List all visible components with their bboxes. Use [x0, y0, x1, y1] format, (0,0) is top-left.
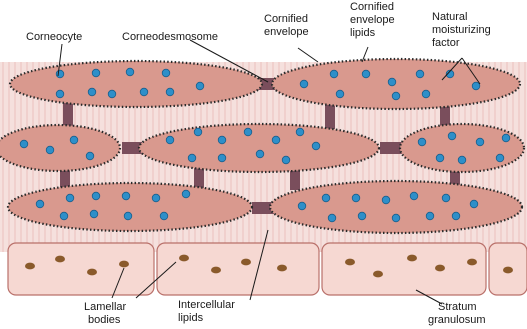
- nmf-dot: [362, 70, 370, 78]
- nmf-dot: [92, 69, 100, 77]
- nmf-dot: [452, 212, 460, 220]
- stratum-granulosum-layer: [8, 243, 527, 295]
- corneocyte-cell: [8, 183, 252, 231]
- nmf-dot: [218, 136, 226, 144]
- nmf-dot: [256, 150, 264, 158]
- nmf-dot: [272, 136, 280, 144]
- nmf-dot: [182, 190, 190, 198]
- nmf-dot: [92, 192, 100, 200]
- nmf-dot: [218, 154, 226, 162]
- nmf-dot: [442, 194, 450, 202]
- nmf-dot: [436, 154, 444, 162]
- lamellar-body: [55, 256, 65, 263]
- label-natural-moisturizing-factor: Natural moisturizing factor: [432, 11, 494, 49]
- nmf-dot: [70, 136, 78, 144]
- nmf-dot: [312, 142, 320, 150]
- nmf-dot: [86, 152, 94, 160]
- nmf-dot: [448, 132, 456, 140]
- nmf-dot: [476, 138, 484, 146]
- nmf-dot: [458, 156, 466, 164]
- lamellar-body: [407, 255, 417, 262]
- nmf-dot: [20, 140, 28, 148]
- nmf-dot: [502, 134, 510, 142]
- nmf-dot: [56, 70, 64, 78]
- corneocyte-cell: [270, 181, 522, 233]
- nmf-dot: [140, 88, 148, 96]
- nmf-dot: [352, 194, 360, 202]
- nmf-dot: [162, 69, 170, 77]
- label-corneocyte: Corneocyte: [26, 31, 82, 43]
- nmf-dot: [66, 194, 74, 202]
- nmf-dot: [296, 128, 304, 136]
- nmf-dot: [166, 136, 174, 144]
- lamellar-body: [87, 269, 97, 276]
- nmf-dot: [152, 194, 160, 202]
- nmf-dot: [244, 128, 252, 136]
- nmf-dot: [300, 80, 308, 88]
- nmf-dot: [358, 212, 366, 220]
- lamellar-body: [119, 261, 129, 268]
- nmf-dot: [496, 154, 504, 162]
- lamellar-body: [277, 265, 287, 272]
- nmf-dot: [166, 88, 174, 96]
- nmf-dot: [282, 156, 290, 164]
- corneocyte-cell: [139, 124, 379, 172]
- granulosum-cell: [322, 243, 486, 295]
- nmf-dot: [392, 214, 400, 222]
- corneodesmosome: [63, 103, 73, 127]
- label-stratum-granulosum: Stratum granulosum: [428, 301, 485, 326]
- nmf-dot: [108, 90, 116, 98]
- nmf-dot: [328, 214, 336, 222]
- nmf-dot: [56, 90, 64, 98]
- nmf-dot: [382, 196, 390, 204]
- nmf-dot: [422, 90, 430, 98]
- label-cornified-envelope: Cornified envelope: [264, 13, 311, 38]
- lamellar-body: [179, 255, 189, 262]
- nmf-dot: [46, 146, 54, 154]
- nmf-dot: [194, 128, 202, 136]
- nmf-dot: [470, 200, 478, 208]
- corneocyte-cell: [272, 59, 520, 109]
- nmf-dot: [426, 212, 434, 220]
- lamellar-body: [25, 263, 35, 270]
- nmf-dot: [122, 192, 130, 200]
- nmf-dot: [388, 78, 396, 86]
- lamellar-body: [503, 267, 513, 274]
- granulosum-cell: [157, 243, 319, 295]
- nmf-dot: [472, 82, 480, 90]
- nmf-dot: [392, 92, 400, 100]
- label-cornified-envelope-lipids: Cornified envelope lipids: [350, 1, 398, 39]
- nmf-dot: [90, 210, 98, 218]
- nmf-dot: [416, 70, 424, 78]
- nmf-dot: [196, 82, 204, 90]
- label-intercellular-lipids: Intercellular lipids: [178, 299, 238, 324]
- nmf-dot: [188, 154, 196, 162]
- nmf-dot: [330, 70, 338, 78]
- nmf-dot: [60, 212, 68, 220]
- nmf-dot: [336, 90, 344, 98]
- lamellar-body: [373, 271, 383, 278]
- nmf-dot: [410, 192, 418, 200]
- corneodesmosome: [325, 104, 335, 129]
- nmf-dot: [88, 88, 96, 96]
- nmf-dot: [160, 212, 168, 220]
- nmf-dot: [322, 194, 330, 202]
- lamellar-body: [211, 267, 221, 274]
- lamellar-body: [435, 265, 445, 272]
- nmf-dot: [36, 200, 44, 208]
- nmf-dot: [298, 202, 306, 210]
- nmf-dot: [126, 68, 134, 76]
- nmf-dot: [124, 212, 132, 220]
- leader-line: [298, 48, 318, 62]
- nmf-dot: [418, 138, 426, 146]
- corneocyte-cell: [400, 124, 524, 172]
- lamellar-body: [241, 259, 251, 266]
- label-lamellar-bodies: Lamellar bodies: [84, 301, 129, 326]
- lamellar-body: [467, 259, 477, 266]
- lamellar-body: [345, 259, 355, 266]
- corneocyte-cell: [0, 125, 120, 171]
- corneocyte-cell: [10, 61, 262, 107]
- label-corneodesmosome: Corneodesmosome: [122, 31, 218, 43]
